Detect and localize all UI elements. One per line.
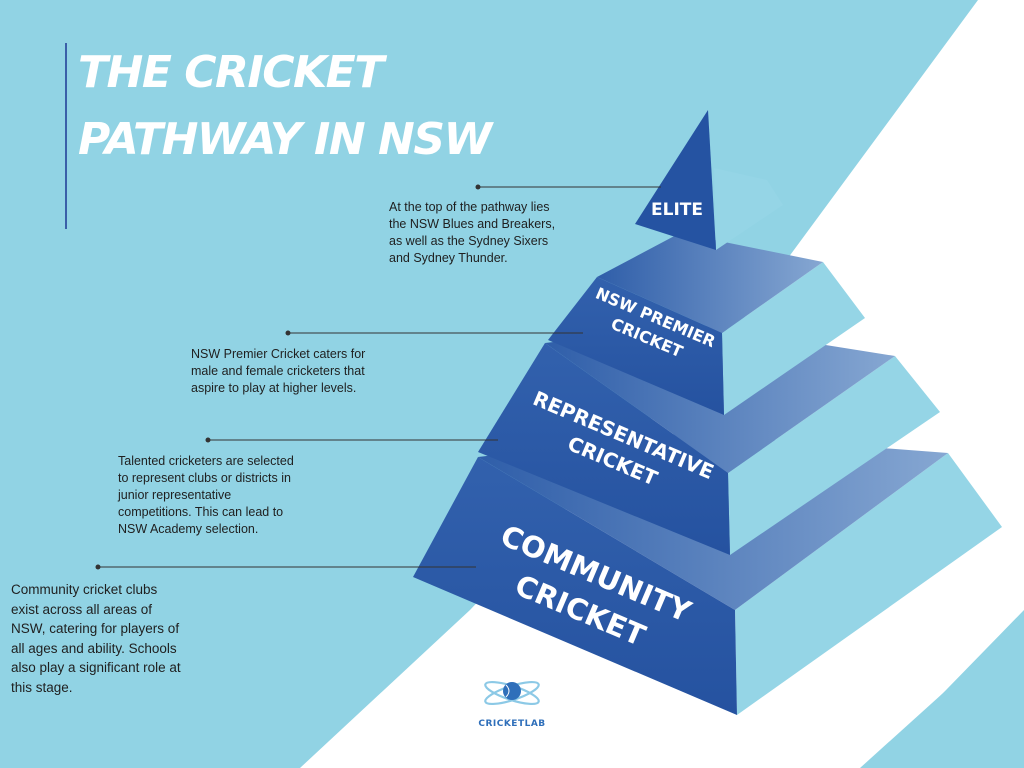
- page-title-line-1: THE CRICKET: [78, 47, 384, 98]
- tier-premier-side: [597, 233, 823, 333]
- tier-premier: [548, 233, 865, 415]
- tier-premier-front: [548, 277, 724, 415]
- tier-premier-ledge: [722, 262, 865, 415]
- leader-dot-premier: [285, 330, 291, 336]
- elite-label: ELITE: [645, 200, 709, 220]
- leader-dot-representative: [205, 437, 211, 443]
- tier-community-front: [413, 457, 737, 715]
- elite-description: At the top of the pathway lies the NSW B…: [389, 200, 556, 265]
- cricket-ball-orbit-logo: [484, 680, 540, 706]
- elite-label-line: ELITE: [651, 200, 703, 220]
- tier-community-ledge: [735, 453, 1002, 715]
- tier-elite-ledge: [714, 168, 783, 250]
- diagonal-lower-band: [860, 620, 1024, 768]
- leader-dot-community: [95, 564, 101, 570]
- community-description: Community cricket clubs exist across all…: [11, 582, 181, 695]
- tier-representative-ledge: [728, 356, 940, 555]
- brand-name: CRICKETLAB: [478, 719, 546, 729]
- title-accent-bar: [65, 43, 67, 229]
- leader-lines: [95, 184, 661, 570]
- tier-elite: [635, 110, 783, 250]
- tier-representative-front: [478, 343, 730, 555]
- page-title-line-2: PATHWAY IN NSW: [78, 114, 492, 165]
- premier-description: NSW Premier Cricket caters for male and …: [191, 347, 366, 395]
- leader-dot-elite: [475, 184, 481, 190]
- representative-description: Talented cricketers are selected to repr…: [118, 454, 294, 536]
- tier-elite-front: [635, 110, 716, 250]
